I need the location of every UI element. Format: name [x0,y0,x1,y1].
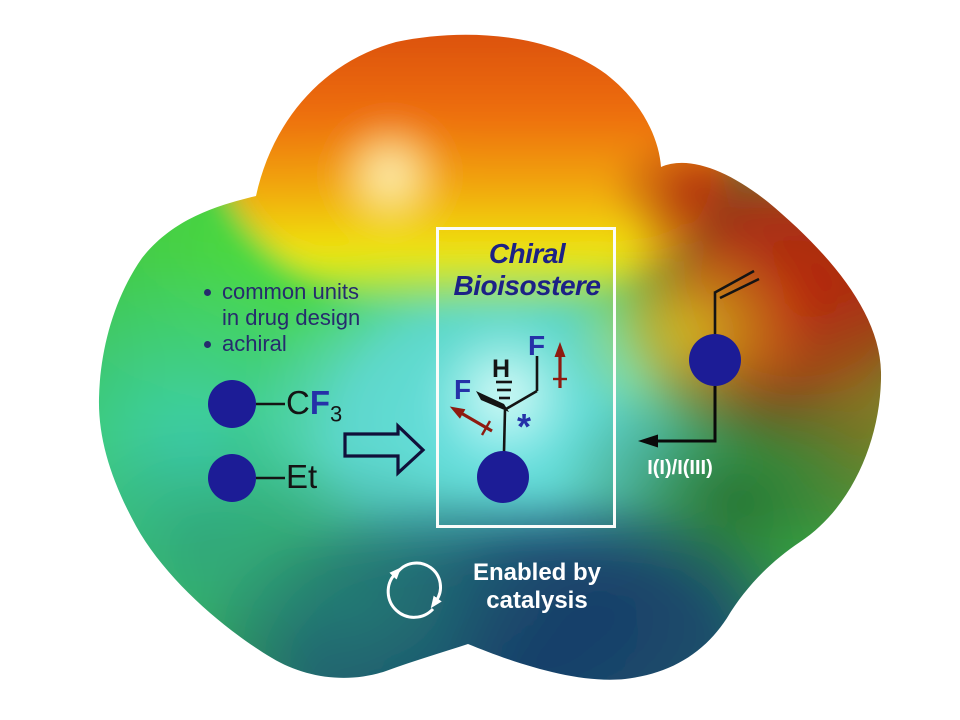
reaction-arrow [638,386,717,448]
aryl-sphere-center [477,451,529,503]
bioisostere-box [436,227,616,528]
aryl-sphere-cf3 [208,380,256,428]
aryl-sphere-vinyl [689,334,741,386]
block-arrow-right-icon [343,422,426,477]
circular-arrows-icon [386,561,442,619]
hash-bond [496,380,512,400]
dipole-arrow-icon [449,342,567,436]
wedge-bond [476,391,509,412]
aryl-sphere-et [208,454,256,502]
chiral-structure [449,342,567,503]
vinyl-group [689,269,760,386]
